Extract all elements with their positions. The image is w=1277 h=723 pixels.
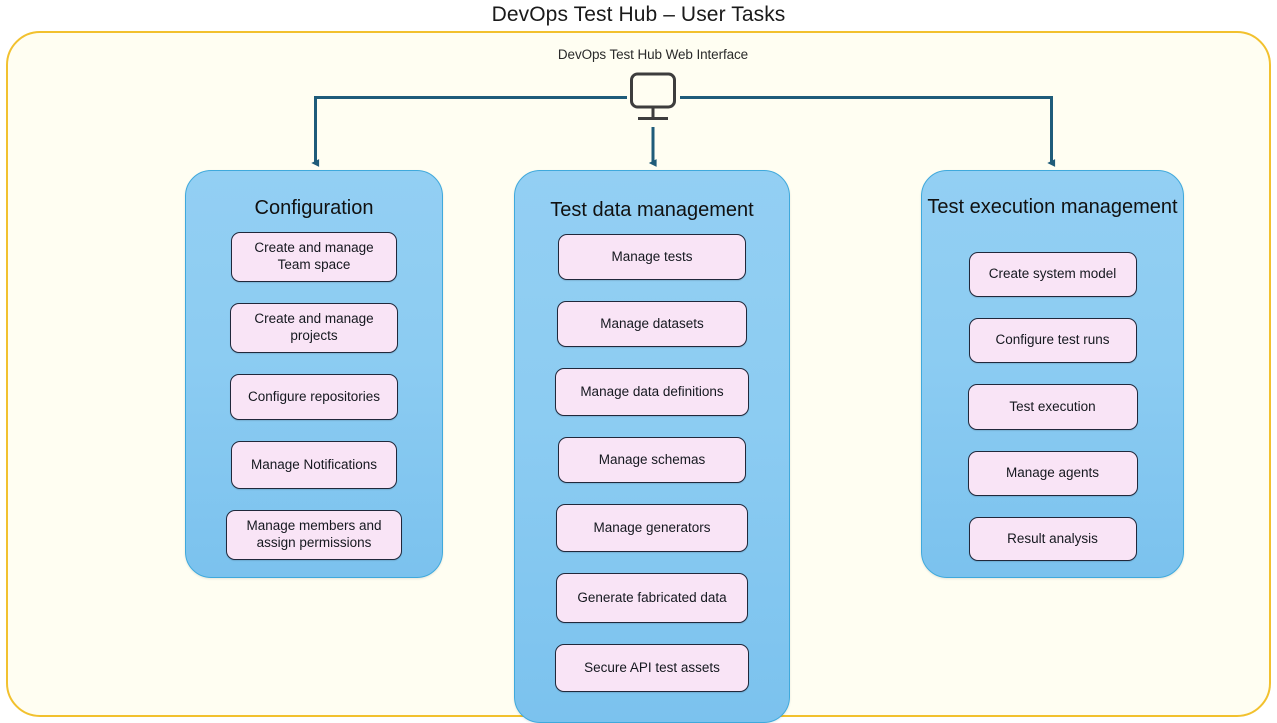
task-item[interactable]: Result analysis [968,517,1137,561]
task-list-test-execution-management: Create system model Configure test runs … [922,252,1183,582]
task-item[interactable]: Create system model [968,252,1137,297]
task-item[interactable]: Generate fabricated data [556,573,748,623]
panel-test-data-management[interactable]: Test data management Manage tests Manage… [514,170,790,723]
task-item[interactable]: Create and manage Team space [231,232,397,282]
task-item[interactable]: Manage datasets [557,301,747,347]
panel-test-execution-management[interactable]: Test execution management Create system … [921,170,1184,578]
page-title: DevOps Test Hub – User Tasks [491,3,786,26]
task-item[interactable]: Configure repositories [230,374,398,420]
task-item[interactable]: Test execution [967,384,1138,430]
task-item[interactable]: Create and manage projects [230,303,398,353]
panel-title-test-data-management: Test data management [550,199,754,221]
task-item[interactable]: Manage members and assign permissions [226,510,402,560]
task-item[interactable]: Manage schemas [558,437,746,483]
monitor-icon [630,72,676,120]
panel-configuration[interactable]: Configuration Create and manage Team spa… [185,170,443,578]
root-node-label: DevOps Test Hub Web Interface [557,47,749,62]
task-item[interactable]: Manage agents [967,451,1138,496]
task-item[interactable]: Secure API test assets [555,644,749,692]
panel-title-configuration: Configuration [254,197,374,219]
task-item[interactable]: Manage Notifications [231,441,397,489]
task-item[interactable]: Manage data definitions [555,368,749,416]
task-list-configuration: Create and manage Team space Create and … [186,232,442,581]
task-item[interactable]: Configure test runs [968,318,1137,363]
task-list-test-data-management: Manage tests Manage datasets Manage data… [515,234,789,713]
panel-title-test-execution-management: Test execution management [927,196,1178,218]
task-item[interactable]: Manage generators [556,504,748,552]
task-item[interactable]: Manage tests [558,234,746,280]
